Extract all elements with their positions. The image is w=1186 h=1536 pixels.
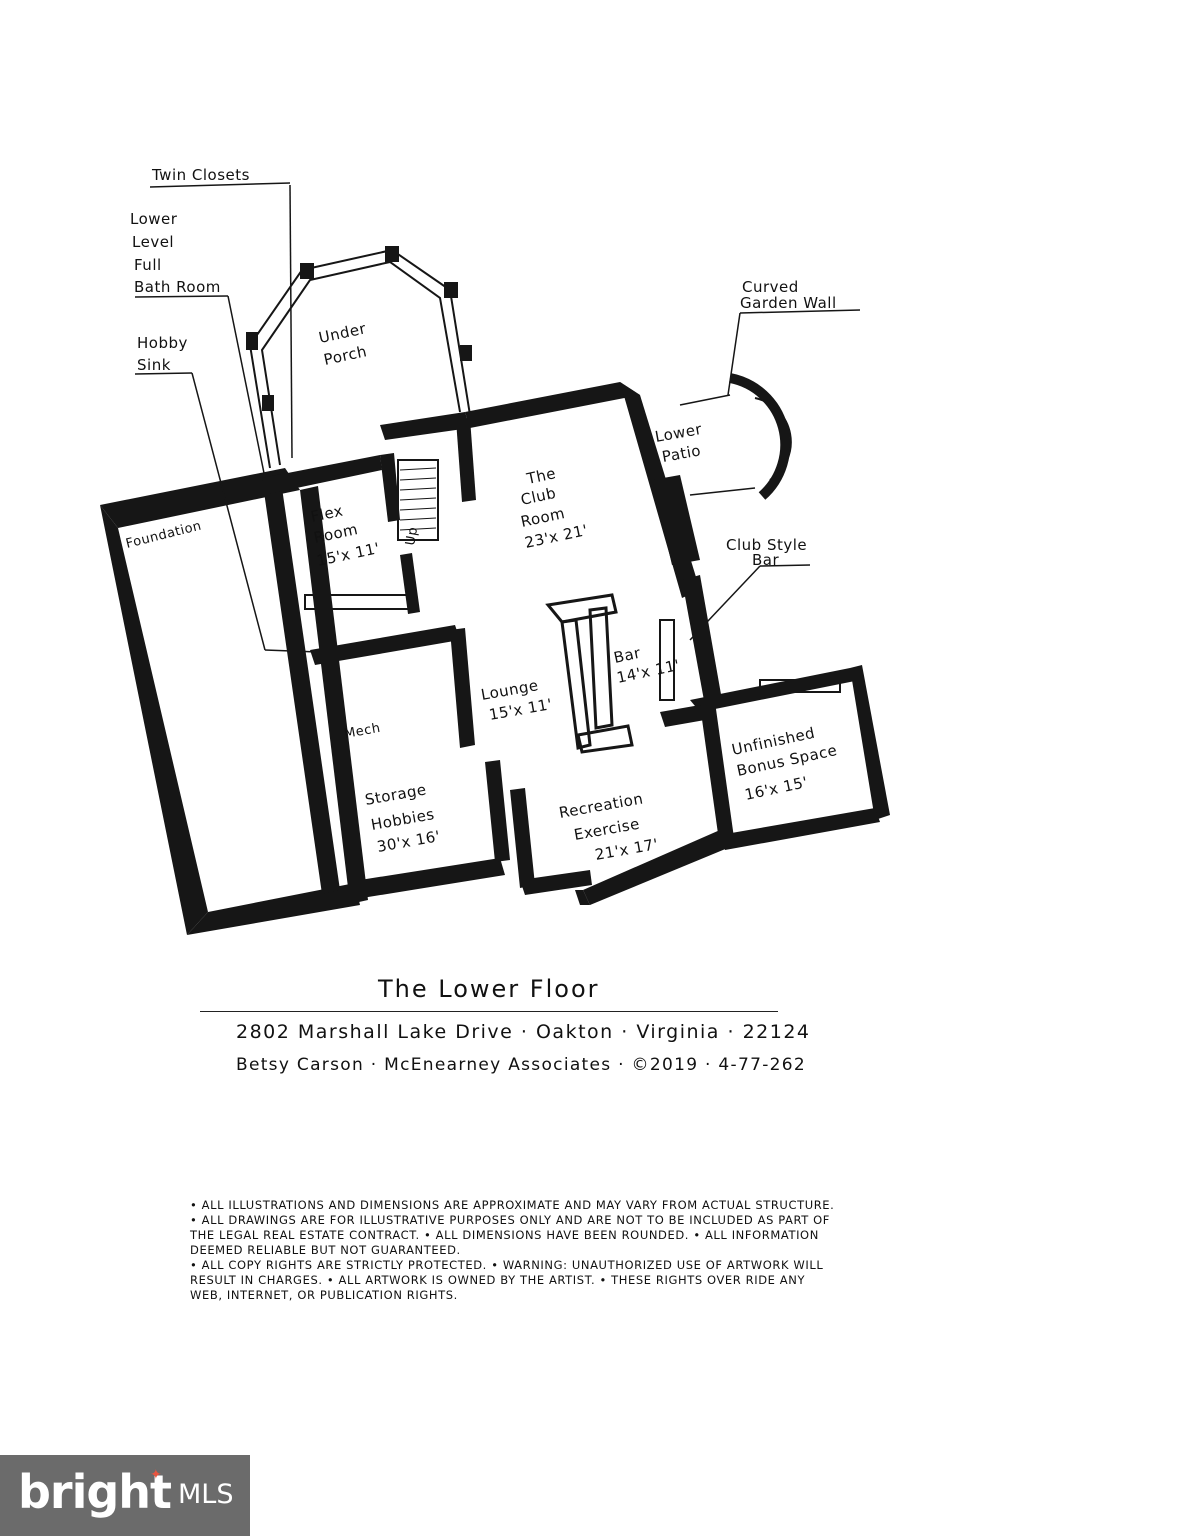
- label-garden-wall: Garden Wall: [740, 294, 837, 312]
- artist-credit: Betsy Carson · McEnearney Associates · ©…: [236, 1055, 806, 1075]
- label-porch: Porch: [322, 342, 369, 369]
- label-recreation-dim: 21'x 17': [594, 835, 660, 864]
- label-club-style-1: Club Style: [726, 536, 807, 554]
- bar-counter: [545, 593, 634, 754]
- label-sink: Sink: [137, 356, 171, 374]
- label-full: Full: [134, 256, 162, 274]
- label-unfinished-dim: 16'x 15': [743, 773, 809, 804]
- label-up: Up: [403, 526, 421, 547]
- curved-garden-wall: [679, 373, 792, 500]
- disclaimer-paragraph: • All illustrations and dimensions are a…: [190, 1198, 835, 1257]
- label-lower-patio-2: Patio: [661, 441, 703, 466]
- star-icon: ✦: [150, 1467, 162, 1483]
- disclaimer: • All illustrations and dimensions are a…: [190, 1198, 840, 1303]
- label-curved: Curved: [742, 278, 799, 296]
- brand-name: bright: [18, 1465, 172, 1519]
- staircase: [397, 459, 439, 541]
- label-twin-closets: Twin Closets: [151, 166, 250, 184]
- title-divider: [200, 1011, 778, 1012]
- label-lower-level-2: Level: [132, 233, 174, 251]
- label-hobby: Hobby: [137, 334, 188, 352]
- label-club-2: Club: [519, 484, 558, 509]
- plan-title: The Lower Floor: [378, 975, 600, 1003]
- label-mech: Mech: [343, 721, 382, 742]
- leader-lines: [134, 182, 861, 653]
- bright-mls-logo: bright ✦ MLS: [0, 1455, 250, 1536]
- brand-tag: MLS: [178, 1479, 234, 1510]
- room-labels: Twin Closets Lower Level Full Bath Room …: [124, 166, 839, 864]
- disclaimer-paragraph: • All copy rights are strictly protected…: [190, 1258, 824, 1302]
- label-club-style-2: Bar: [752, 551, 779, 569]
- hatched-walls: [304, 594, 841, 701]
- foundation-walls: [100, 468, 360, 935]
- label-club-1: The: [524, 464, 557, 488]
- label-bar: Bar: [612, 644, 643, 667]
- property-address: 2802 Marshall Lake Drive · Oakton · Virg…: [236, 1021, 811, 1043]
- under-porch-outline: [246, 246, 472, 469]
- label-storage: Storage: [364, 780, 428, 809]
- label-bathroom: Bath Room: [134, 278, 221, 296]
- label-lower-level-1: Lower: [130, 210, 178, 228]
- house-walls: [262, 382, 890, 905]
